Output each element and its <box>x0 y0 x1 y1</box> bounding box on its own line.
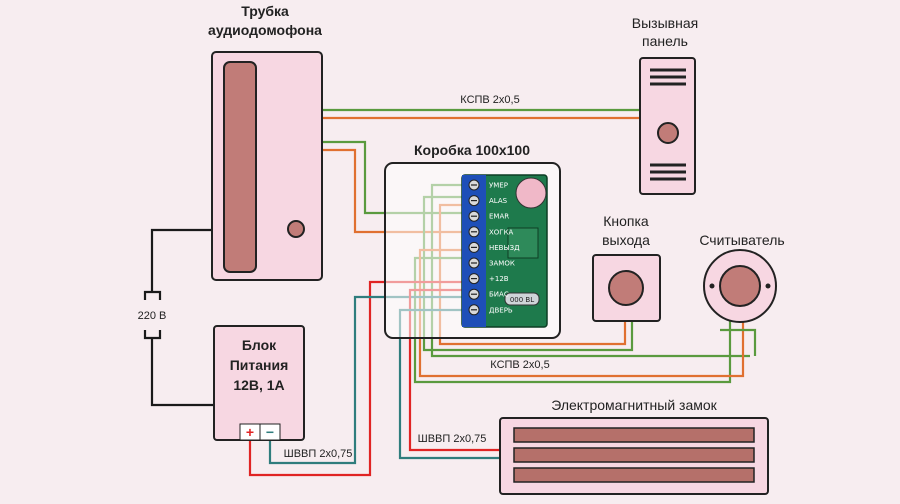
terminal-label: УМЕР <box>489 182 508 190</box>
minus-terminal <box>259 423 281 441</box>
exit-button: Кнопка выхода <box>592 213 661 322</box>
reader-label: Считыватель <box>699 232 784 248</box>
power-label-line3: 12В, 1А <box>233 377 284 393</box>
junction-box: Коробка 100x100 000 BL УМЕР ALAS EMAR ХОГКА… <box>384 142 561 339</box>
power-label-line1: Блок <box>242 337 277 353</box>
reader-screw <box>765 283 771 289</box>
relay <box>507 227 539 259</box>
plus-sign: + <box>246 424 254 440</box>
power-label-line2: Питания <box>230 357 289 373</box>
terminal-label: НЕВЫЗД <box>489 244 520 252</box>
handset: Трубка аудиодомофона <box>208 3 323 281</box>
terminal-label: ДВЕРЬ <box>489 306 513 314</box>
wire-black-mains-top <box>150 228 212 292</box>
power-supply: Блок Питания 12В, 1А + − <box>213 325 305 441</box>
terminal-label: EMAR <box>489 213 509 221</box>
mains-plug-top <box>143 290 162 300</box>
terminal-labels: УМЕР ALAS EMAR ХОГКА НЕВЫЗД ЗАМОК +12В БИАС ДВЕР… <box>489 182 520 315</box>
wire-label-shvvp-power: ШВВП 2х0,75 <box>284 448 353 460</box>
mains-label: 220 В <box>138 310 167 322</box>
magnetic-lock-label: Электромагнитный замок <box>551 397 717 413</box>
wire-black-mains-bottom <box>150 338 214 407</box>
terminal-label: ЗАМОК <box>489 260 515 268</box>
wire-green-panel-link <box>720 328 757 356</box>
wire-label-shvvp-lock: ШВВП 2х0,75 <box>418 433 487 445</box>
call-panel-label-line2: панель <box>642 33 688 49</box>
handset-grip <box>223 61 257 273</box>
crystal-label: 000 BL <box>510 296 534 304</box>
wire-label-kspv-top: КСПВ 2х0,5 <box>460 94 519 106</box>
call-panel-label-line1: Вызывная <box>632 15 698 31</box>
terminal-label: ALAS <box>489 197 508 205</box>
call-panel: Вызывная панель <box>632 15 698 195</box>
exit-button-label-line1: Кнопка <box>603 213 649 229</box>
junction-box-label: Коробка 100x100 <box>414 142 530 158</box>
crystal <box>504 292 540 306</box>
magnetic-lock: Электромагнитный замок <box>499 397 769 495</box>
reader-sensor <box>719 265 761 307</box>
terminal-label: +12В <box>489 275 509 283</box>
handset-label-line2: аудиодомофона <box>208 22 322 38</box>
buzzer <box>515 177 547 209</box>
mains-connector: 220 В <box>138 290 167 340</box>
call-button <box>657 122 679 144</box>
exit-button-label-line2: выхода <box>602 232 650 248</box>
reader-screw <box>709 283 715 289</box>
mains-plug-bottom <box>143 330 162 340</box>
terminal-screws <box>468 179 480 316</box>
handset-label-line1: Трубка <box>241 3 289 19</box>
reader: Считыватель <box>699 232 785 323</box>
lock-bar <box>513 467 755 483</box>
terminal-label: ХОГКА <box>489 228 514 236</box>
terminal-label: БИАС <box>489 291 509 299</box>
exit-button-cap <box>608 270 644 306</box>
minus-sign: − <box>266 424 274 440</box>
lock-bar <box>513 427 755 443</box>
wire-label-kspv-bottom: КСПВ 2х0,5 <box>490 359 549 371</box>
lock-bar <box>513 447 755 463</box>
handset-button <box>287 220 305 238</box>
